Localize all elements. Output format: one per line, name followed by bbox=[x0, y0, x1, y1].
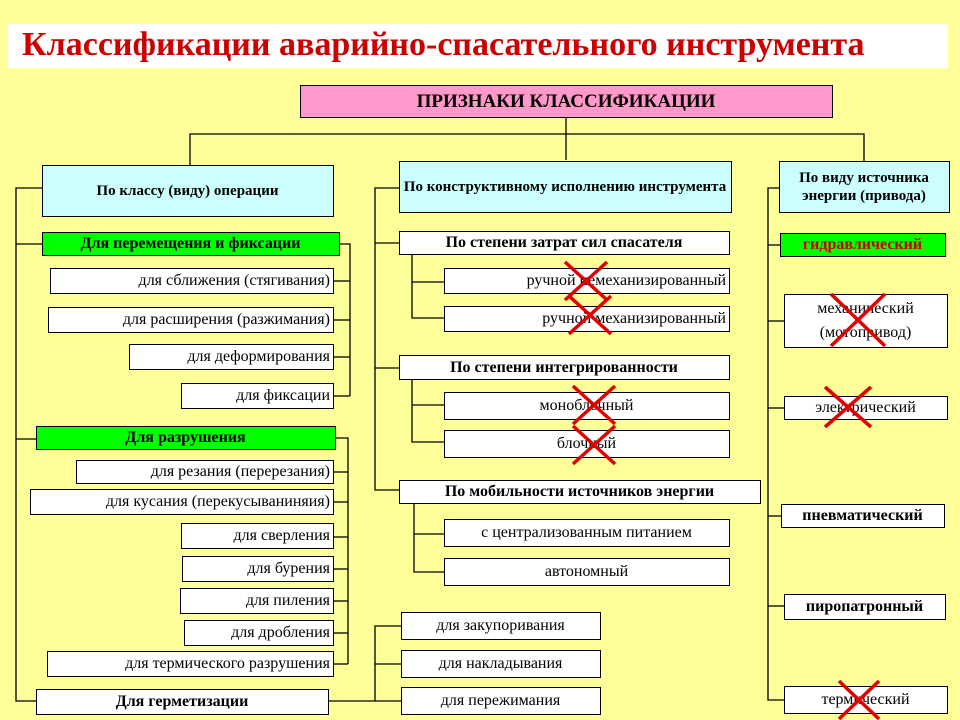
item-approach: для сближения (стягивания) bbox=[50, 268, 334, 294]
item-electric: электрический bbox=[784, 396, 948, 420]
item-pyro: пиропатронный bbox=[784, 594, 946, 620]
item-thermal: термический bbox=[784, 686, 948, 714]
item-applying: для накладывания bbox=[401, 650, 601, 678]
item-boring: для бурения bbox=[182, 556, 334, 582]
item-hydraulic: гидравлический bbox=[780, 233, 946, 257]
item-plugging: для закупоривания bbox=[401, 612, 601, 640]
item-cutting: для резания (перерезания) bbox=[76, 460, 334, 484]
cross-electric-icon bbox=[823, 385, 873, 429]
cross-block-icon bbox=[571, 424, 617, 466]
item-sawing: для пиления bbox=[180, 588, 334, 614]
root-classification-box: ПРИЗНАКИ КЛАССИФИКАЦИИ bbox=[300, 85, 833, 118]
item-fixation: для фиксации bbox=[181, 383, 334, 409]
cross-manual-nonmech-icon bbox=[563, 260, 609, 302]
group-mobility: По мобильности источников энергии bbox=[399, 480, 761, 504]
group-destroy: Для разрушения bbox=[36, 426, 336, 450]
cross-thermal-icon bbox=[837, 679, 881, 720]
item-centralized: с централизованным питанием bbox=[444, 519, 730, 547]
cross-manual-mech-icon bbox=[567, 294, 613, 336]
item-thermal-destroy: для термического разрушения bbox=[47, 651, 334, 677]
cross-mechanical-icon bbox=[829, 292, 887, 348]
item-mechanical: механический (мотопривод) bbox=[784, 294, 948, 348]
item-drilling: для сверления bbox=[181, 523, 334, 549]
cross-monoblock-icon bbox=[571, 384, 617, 426]
title-bar: Классификации аварийно-спасательного инс… bbox=[8, 24, 948, 68]
group-move-fix: Для перемещения и фиксации bbox=[42, 232, 340, 256]
page-title: Классификации аварийно-спасательного инс… bbox=[22, 26, 865, 63]
col3-header: По виду источника энергии (привода) bbox=[779, 161, 950, 213]
item-pneumatic: пневматический bbox=[781, 504, 945, 528]
group-sealing: Для герметизации bbox=[36, 689, 329, 715]
item-autonomous: автономный bbox=[444, 558, 730, 586]
item-crushing: для дробления bbox=[184, 620, 334, 646]
col2-header: По конструктивному исполнению инструмент… bbox=[399, 161, 732, 213]
group-integration: По степени интегрированности bbox=[399, 355, 730, 380]
col1-header: По классу (виду) операции bbox=[42, 165, 334, 217]
item-deform: для деформирования bbox=[129, 344, 334, 370]
item-clamping: для пережимания bbox=[401, 687, 601, 715]
item-expand: для расширения (разжимания) bbox=[48, 307, 334, 333]
item-biting: для кусания (перекусываниняия) bbox=[30, 489, 334, 515]
group-effort: По степени затрат сил спасателя bbox=[399, 231, 730, 255]
